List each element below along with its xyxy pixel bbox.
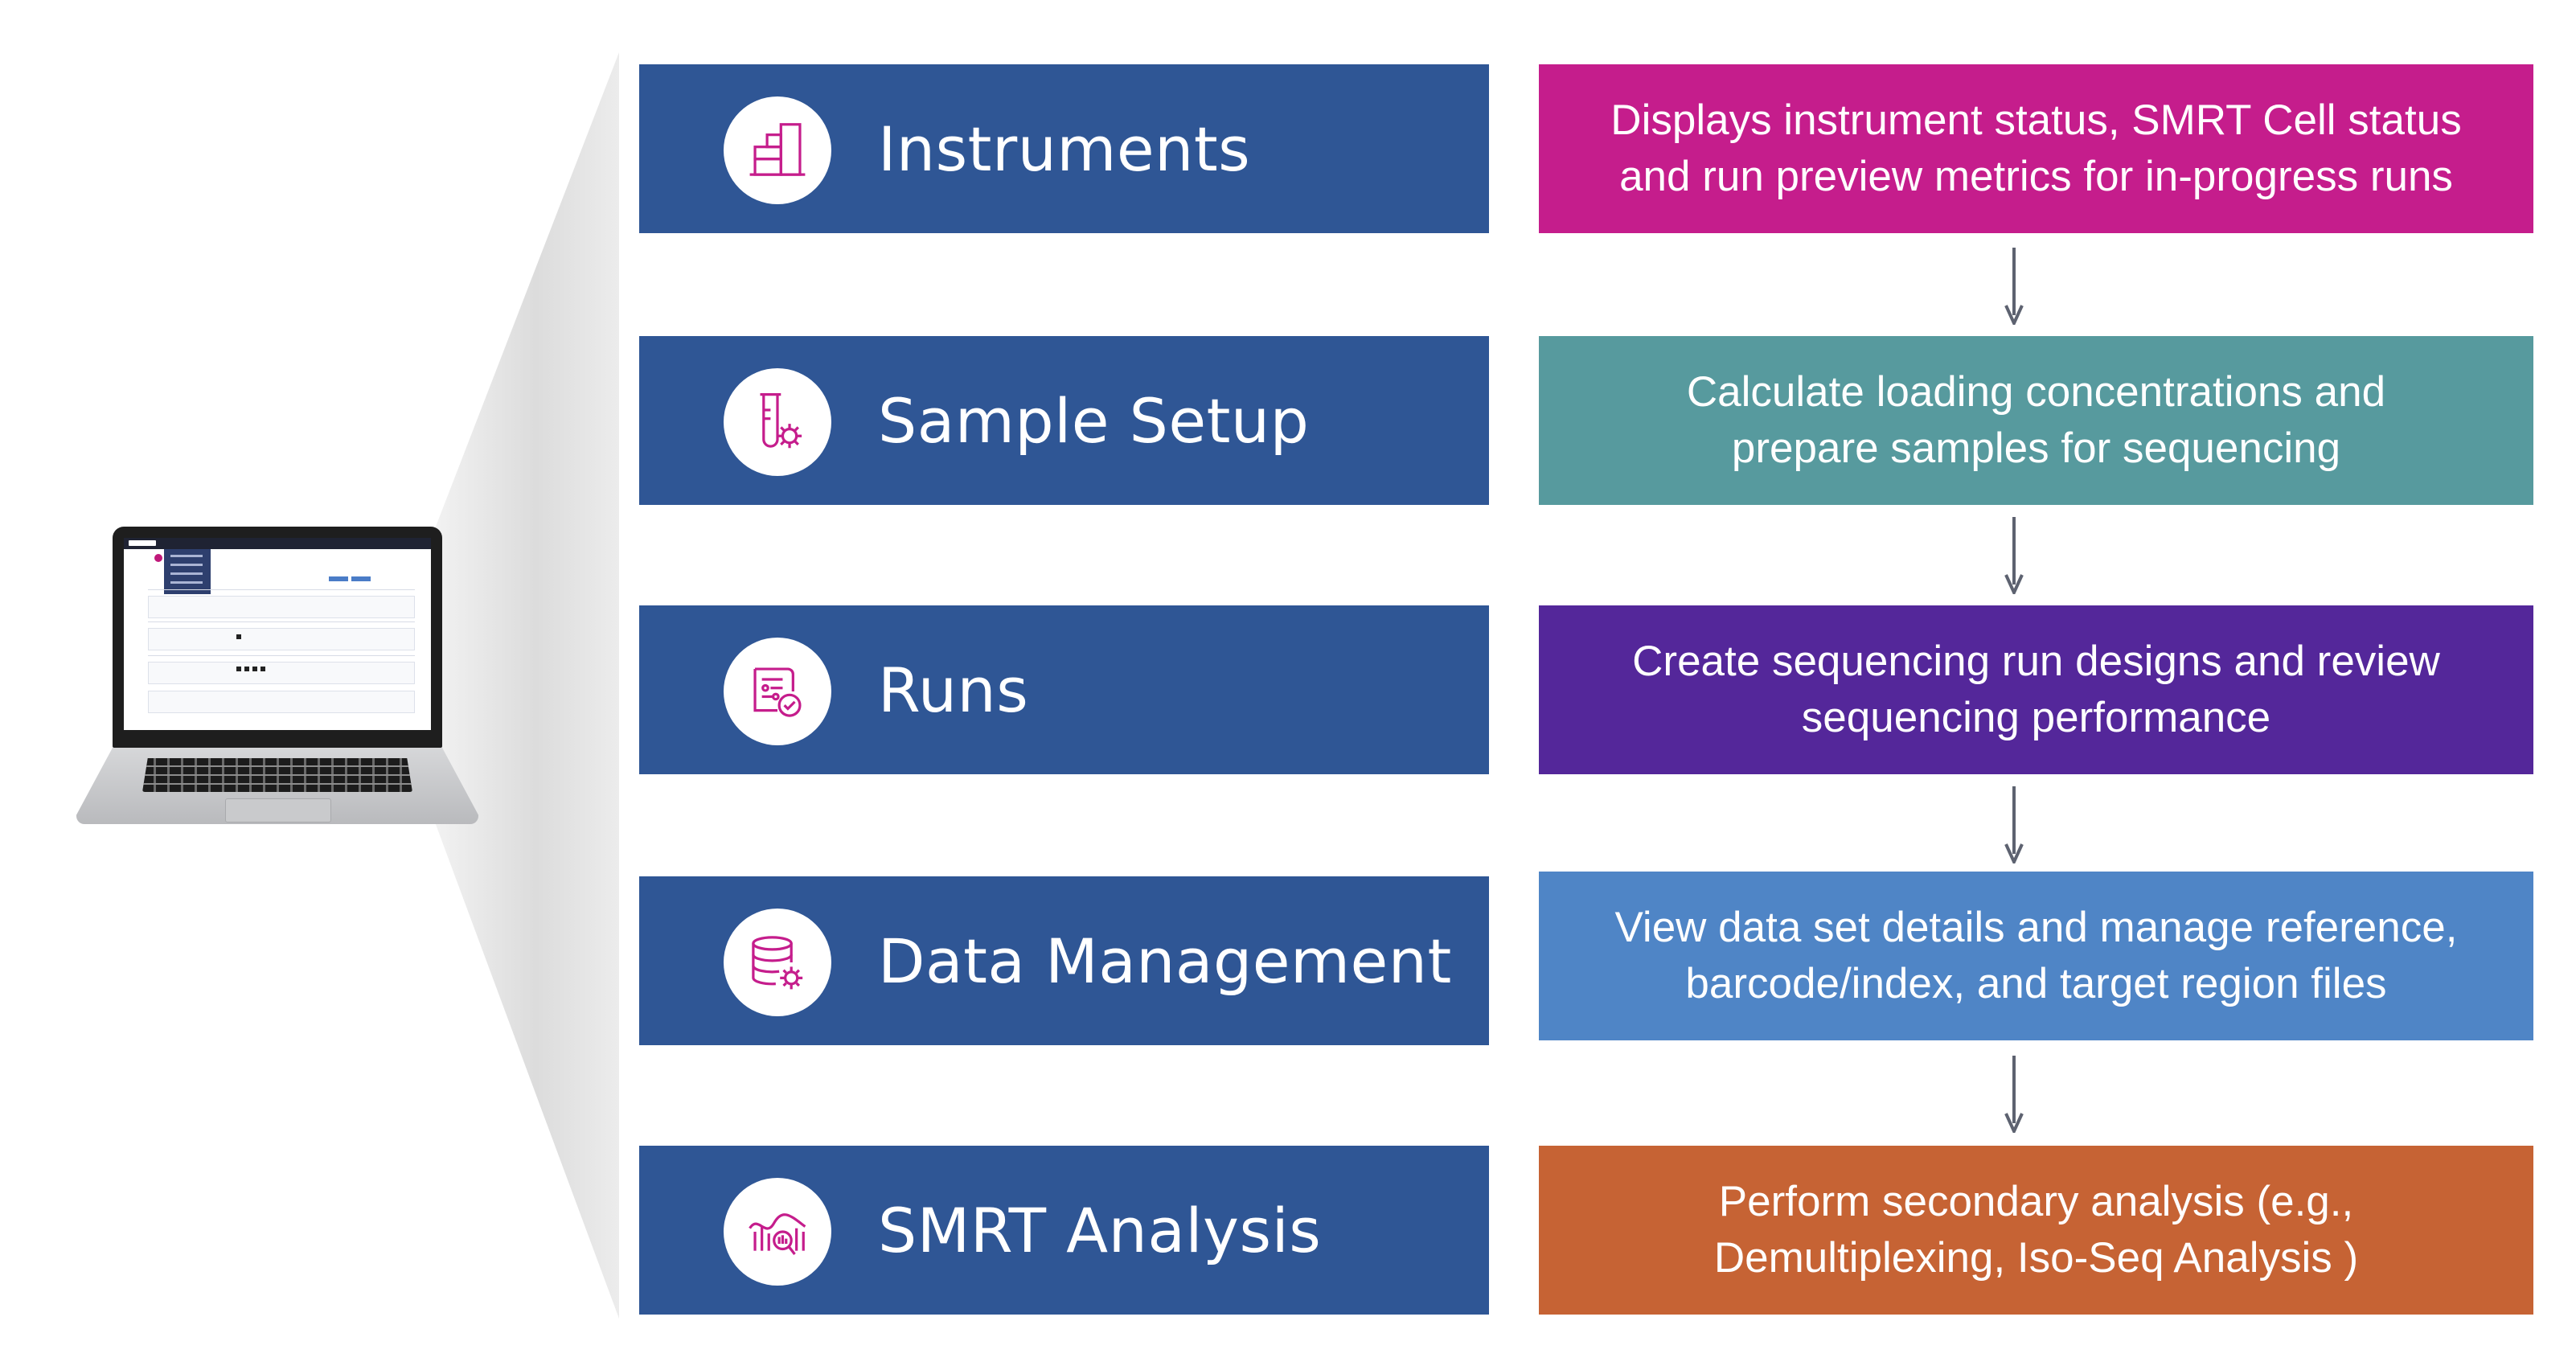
smrt-analysis-icon	[724, 1178, 831, 1286]
laptop-trackpad	[225, 798, 331, 822]
down-arrow-icon	[2004, 786, 2024, 863]
module-label-runs: Runs	[878, 654, 1029, 726]
description-data-management: View data set details and manage referen…	[1539, 872, 2533, 1040]
module-data-management[interactable]: Data Management	[639, 876, 1489, 1045]
instruments-icon	[724, 96, 831, 204]
description-smrt-analysis: Perform secondary analysis (e.g., Demult…	[1539, 1146, 2533, 1315]
description-runs: Create sequencing run designs and review…	[1539, 605, 2533, 774]
description-instruments: Displays instrument status, SMRT Cell st…	[1539, 64, 2533, 233]
down-arrow-icon	[2004, 1056, 2024, 1133]
module-runs[interactable]: Runs	[639, 605, 1489, 774]
laptop-lid	[113, 527, 442, 748]
module-label-instruments: Instruments	[878, 113, 1251, 185]
module-instruments[interactable]: Instruments	[639, 64, 1489, 233]
data-management-icon	[724, 909, 831, 1016]
down-arrow-icon	[2004, 248, 2024, 325]
sample-setup-icon	[724, 368, 831, 476]
laptop-screen	[124, 538, 431, 730]
description-sample-setup: Calculate loading concentrations and pre…	[1539, 336, 2533, 505]
down-arrow-icon	[2004, 517, 2024, 594]
runs-icon	[724, 638, 831, 745]
module-sample-setup[interactable]: Sample Setup	[639, 336, 1489, 505]
module-label-data-management: Data Management	[878, 925, 1452, 997]
module-smrt-analysis[interactable]: SMRT Analysis	[639, 1146, 1489, 1315]
laptop-illustration	[76, 527, 478, 824]
module-label-smrt-analysis: SMRT Analysis	[878, 1194, 1322, 1266]
module-label-sample-setup: Sample Setup	[878, 384, 1310, 457]
